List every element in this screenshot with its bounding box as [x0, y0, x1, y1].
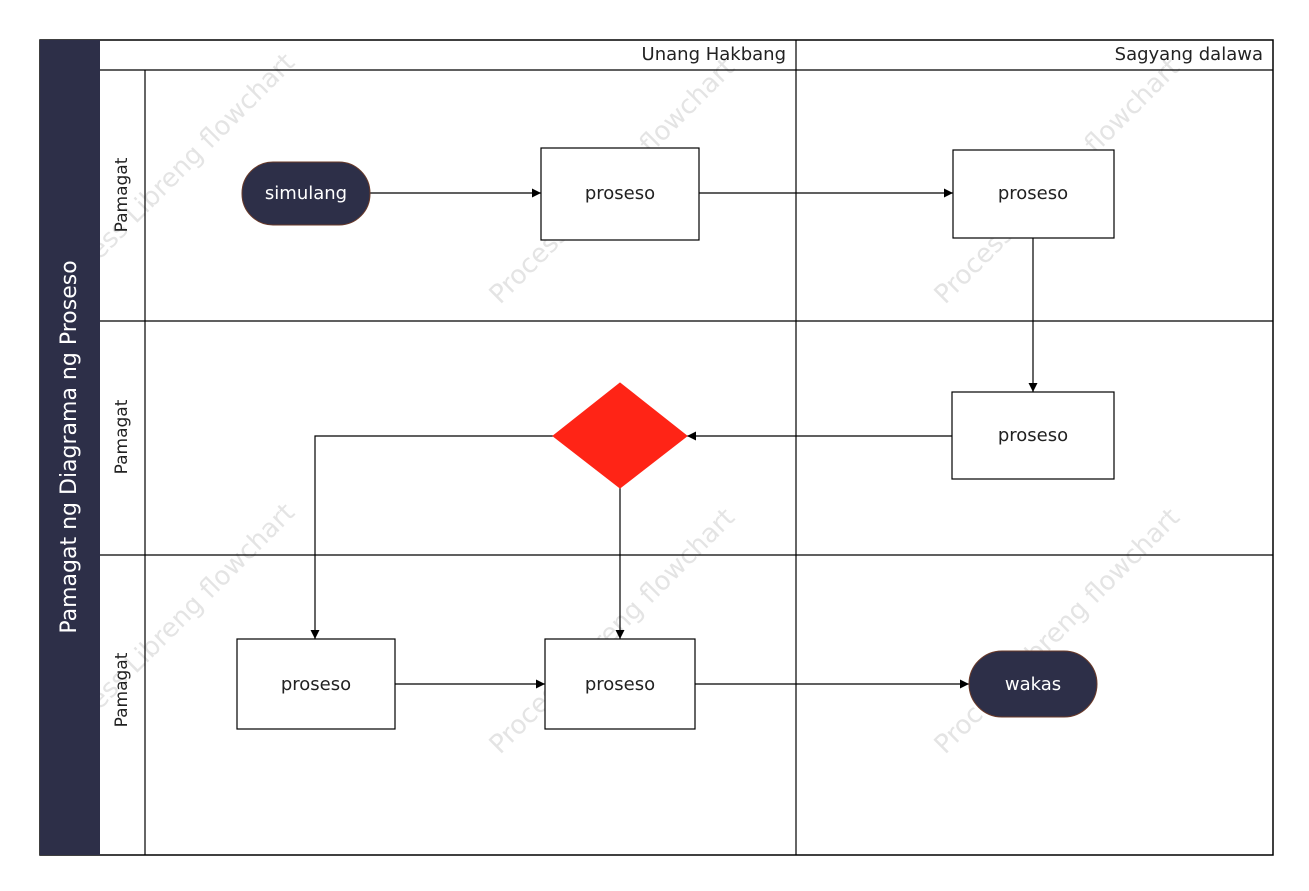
- decision-diamond[interactable]: [552, 382, 688, 489]
- process-box-2[interactable]: [952, 149, 1115, 239]
- process-box-4[interactable]: [236, 638, 396, 730]
- process-box-3[interactable]: [951, 391, 1115, 480]
- watermark: Process Libreng flowchart: [929, 503, 1186, 760]
- end-terminal[interactable]: [968, 650, 1098, 718]
- connectors: [310, 188, 1038, 689]
- lane-label-2: Pamagat: [112, 399, 132, 474]
- process-box-2-label: proseso: [998, 183, 1068, 204]
- connector-decision-p4: [310, 435, 553, 639]
- column-header-1: Unang Hakbang: [642, 44, 786, 65]
- process-box-3-label: proseso: [998, 425, 1068, 446]
- start-terminal[interactable]: [241, 161, 371, 226]
- process-box-5-label: proseso: [585, 674, 655, 695]
- column-header-2: Sagyang dalawa: [1115, 44, 1263, 65]
- process-box-1[interactable]: [540, 147, 700, 241]
- process-box-5[interactable]: [544, 638, 696, 730]
- diagram-title: Pamagat ng Diagrama ng Proseso: [57, 260, 82, 633]
- start-terminal-label: simulang: [265, 183, 347, 204]
- process-box-1-label: proseso: [585, 183, 655, 204]
- process-box-4-label: proseso: [281, 674, 351, 695]
- lane-label-3: Pamagat: [112, 652, 132, 727]
- lane-label-1: Pamagat: [112, 157, 132, 232]
- title-bar: [40, 40, 100, 855]
- end-terminal-label: wakas: [1005, 674, 1061, 695]
